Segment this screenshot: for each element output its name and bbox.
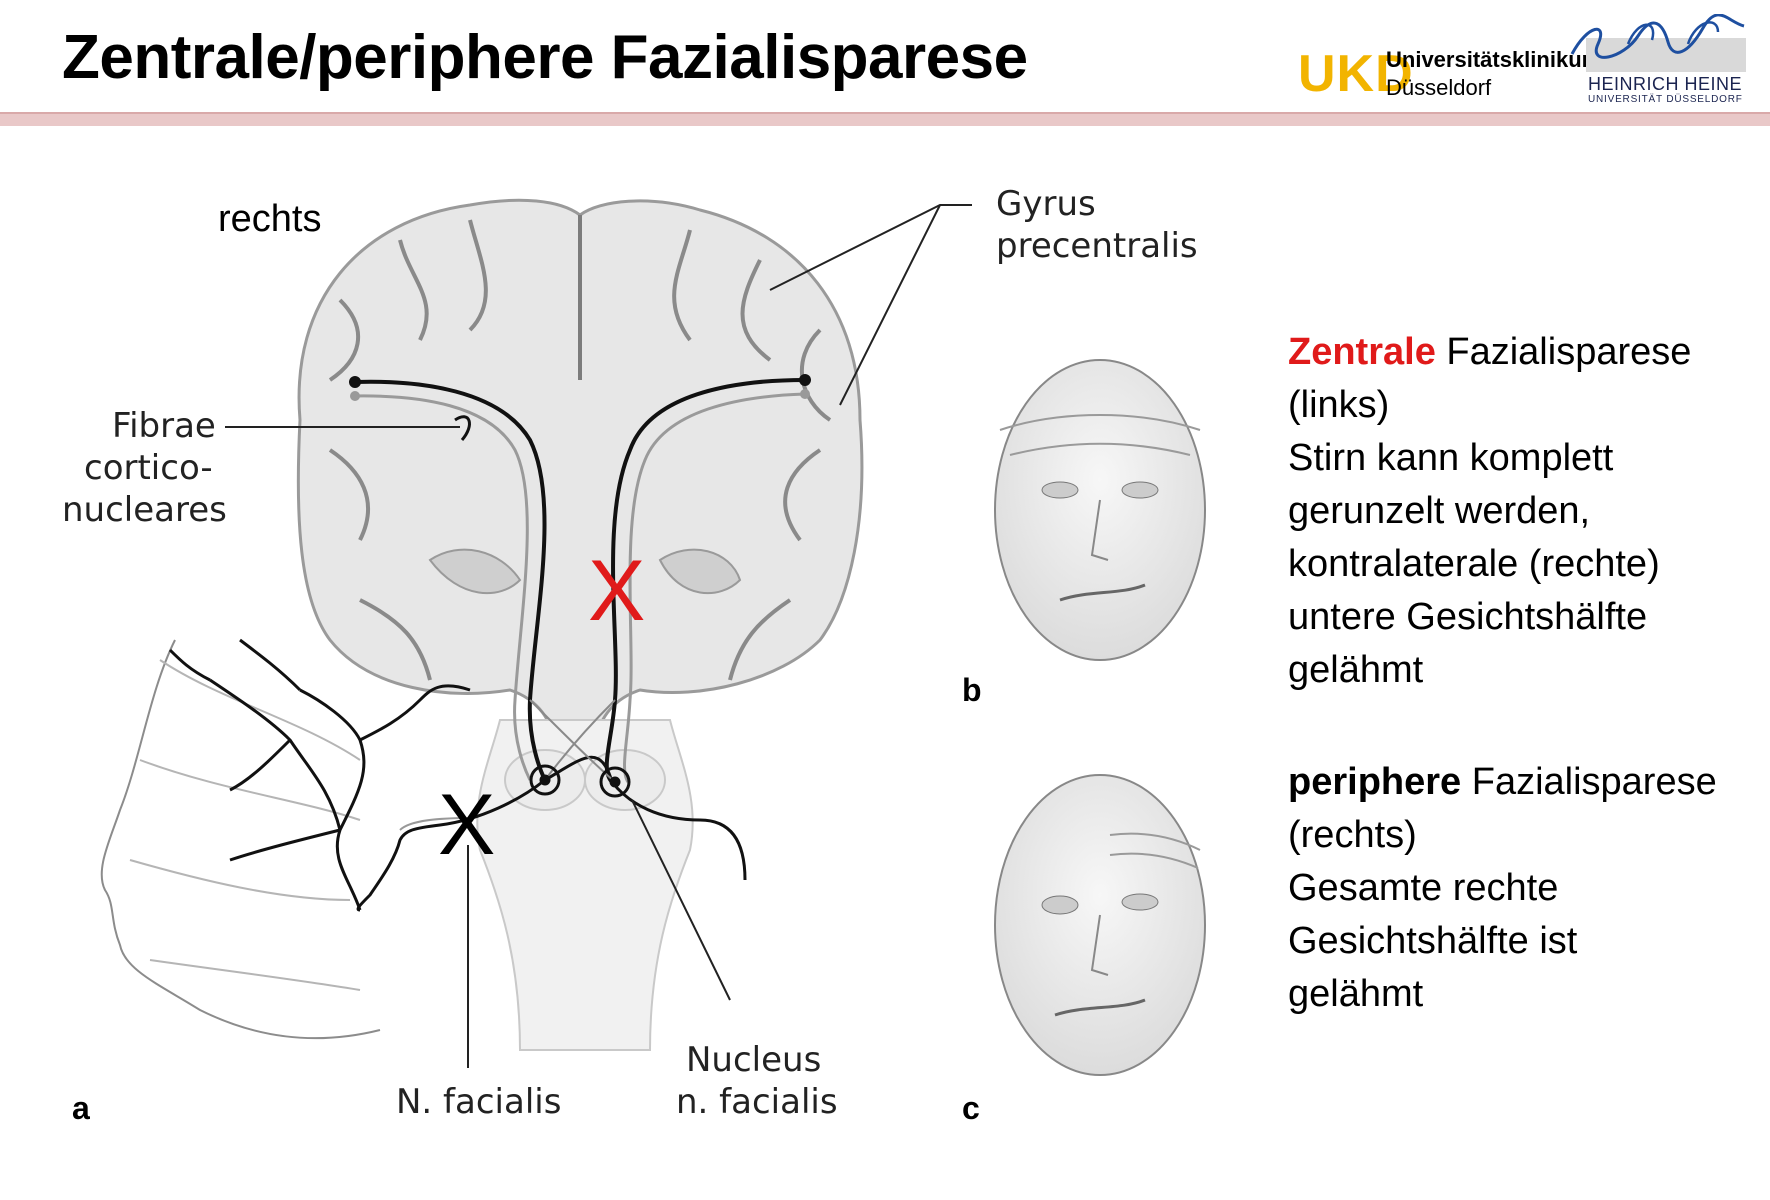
central-palsy-term-rest: Fazialisparese bbox=[1435, 331, 1692, 373]
central-palsy-description: Zentrale Fazialisparese (links) Stirn ka… bbox=[1288, 326, 1758, 697]
panel-label-b: b bbox=[962, 672, 982, 708]
facial-nuclei-graphic bbox=[356, 764, 747, 912]
central-palsy-line2: gerunzelt werden, bbox=[1288, 490, 1591, 532]
fibrae-label-line3: nucleares bbox=[62, 490, 227, 530]
peripheral-palsy-description: periphere Fazialisparese (rechts) Gesamt… bbox=[1288, 756, 1758, 1021]
peripheral-palsy-line1: Gesamte rechte bbox=[1288, 867, 1559, 909]
gyrus-label-line1: Gyrus bbox=[996, 184, 1096, 224]
nucleus-label-line2: n. facialis bbox=[676, 1082, 838, 1122]
ukd-logo-text: Universitätsklinikum Düsseldorf bbox=[1386, 46, 1601, 102]
ukd-logo-line1: Universitätsklinikum bbox=[1386, 47, 1602, 72]
central-palsy-line4: untere Gesichtshälfte bbox=[1288, 596, 1648, 638]
central-palsy-line5: gelähmt bbox=[1288, 649, 1424, 691]
corticonuclear-pathways bbox=[349, 374, 811, 784]
peripheral-palsy-line2: Gesichtshälfte ist bbox=[1288, 920, 1578, 962]
header-divider-line bbox=[0, 112, 1770, 114]
peripheral-lesion-marker: X bbox=[438, 777, 496, 873]
panel-label-c: c bbox=[962, 1090, 980, 1126]
hhu-logo-name: HEINRICH HEINE bbox=[1588, 74, 1743, 94]
head-profile-graphic bbox=[100, 639, 381, 1040]
fibrae-label-line2: cortico- bbox=[84, 448, 213, 488]
face-peripheral-palsy-graphic bbox=[994, 774, 1206, 1076]
header-divider bbox=[0, 112, 1770, 126]
central-palsy-side: (links) bbox=[1288, 384, 1390, 426]
hhu-logo-subtitle: UNIVERSITÄT DÜSSELDORF bbox=[1588, 94, 1743, 105]
facial-nerve-branches bbox=[168, 638, 471, 911]
central-palsy-heading: Zentrale Fazialisparese bbox=[1288, 326, 1758, 379]
ukd-logo-line2: Düsseldorf bbox=[1386, 75, 1492, 100]
central-palsy-line1: Stirn kann komplett bbox=[1288, 437, 1614, 479]
n-facialis-label: N. facialis bbox=[396, 1082, 562, 1122]
peripheral-palsy-line3: gelähmt bbox=[1288, 973, 1424, 1015]
peripheral-palsy-heading: periphere Fazialisparese bbox=[1288, 756, 1758, 809]
nucleus-label-line1: Nucleus bbox=[686, 1040, 822, 1080]
peripheral-palsy-term-rest: Fazialisparese bbox=[1461, 761, 1717, 803]
brainstem-graphic bbox=[476, 719, 694, 1051]
panel-label-a: a bbox=[72, 1090, 90, 1126]
page-title: Zentrale/periphere Fazialisparese bbox=[62, 23, 1028, 92]
leader-lines bbox=[225, 204, 972, 1068]
central-palsy-line3: kontralaterale (rechte) bbox=[1288, 543, 1660, 585]
facial-nerve-illustration bbox=[100, 198, 1206, 1076]
fibrae-label-line1: Fibrae bbox=[112, 406, 216, 446]
peripheral-palsy-side: (rechts) bbox=[1288, 814, 1417, 856]
hhu-signature-logo bbox=[1570, 14, 1746, 72]
central-palsy-term: Zentrale bbox=[1288, 331, 1436, 373]
side-label: rechts bbox=[218, 198, 322, 240]
gyrus-label-line2: precentralis bbox=[996, 226, 1198, 266]
brain-section-graphic bbox=[296, 198, 864, 752]
central-lesion-marker: X bbox=[588, 543, 646, 639]
face-central-palsy-graphic bbox=[994, 359, 1206, 661]
peripheral-palsy-term: periphere bbox=[1288, 761, 1462, 803]
ukd-logo-mark: UKD bbox=[1298, 45, 1414, 103]
